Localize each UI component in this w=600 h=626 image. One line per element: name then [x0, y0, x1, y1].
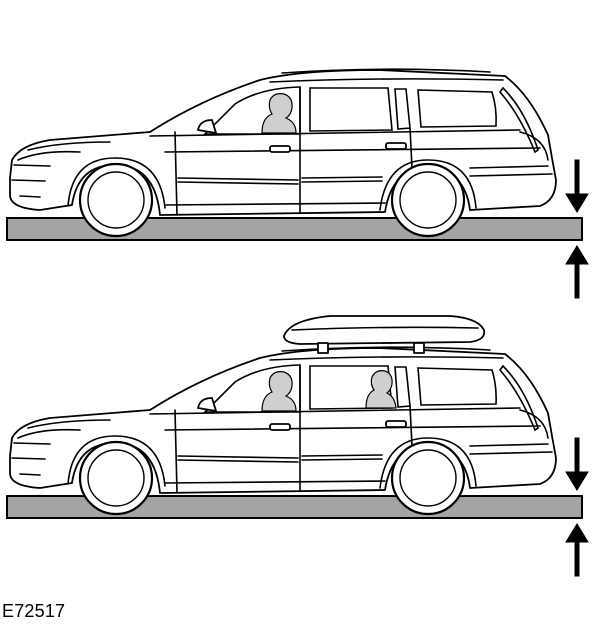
- roof-box: [283, 315, 486, 354]
- scene-bottom: [6, 315, 589, 577]
- estate-car-bottom: [8, 346, 558, 516]
- down-arrow-icon: [565, 159, 589, 213]
- rear-passenger: [365, 370, 397, 409]
- up-arrow-icon: [565, 245, 589, 299]
- figure-code: E72517: [2, 601, 66, 621]
- up-arrow-icon: [565, 523, 589, 577]
- estate-car-top: [8, 68, 558, 238]
- down-arrow-icon: [565, 437, 589, 491]
- scene-top: [6, 68, 589, 299]
